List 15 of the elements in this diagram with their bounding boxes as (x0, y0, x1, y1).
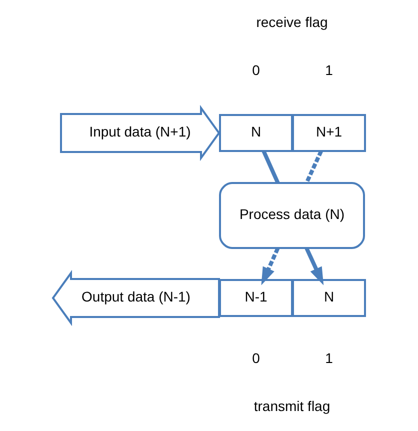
arrow (261, 248, 280, 286)
label: receive flag (256, 14, 328, 30)
connector (304, 150, 323, 184)
node-box: N+1 (292, 114, 366, 152)
label: transmit flag (254, 398, 330, 414)
label: 0 (252, 350, 260, 366)
connector (262, 150, 280, 184)
arrow (304, 247, 324, 286)
label: 0 (252, 62, 260, 78)
label: 1 (325, 350, 333, 366)
node-box: N (292, 279, 366, 317)
label: 1 (325, 62, 333, 78)
node-box: N (219, 114, 293, 152)
node-box: N-1 (219, 279, 293, 317)
node-box: Process data (N) (219, 182, 365, 249)
